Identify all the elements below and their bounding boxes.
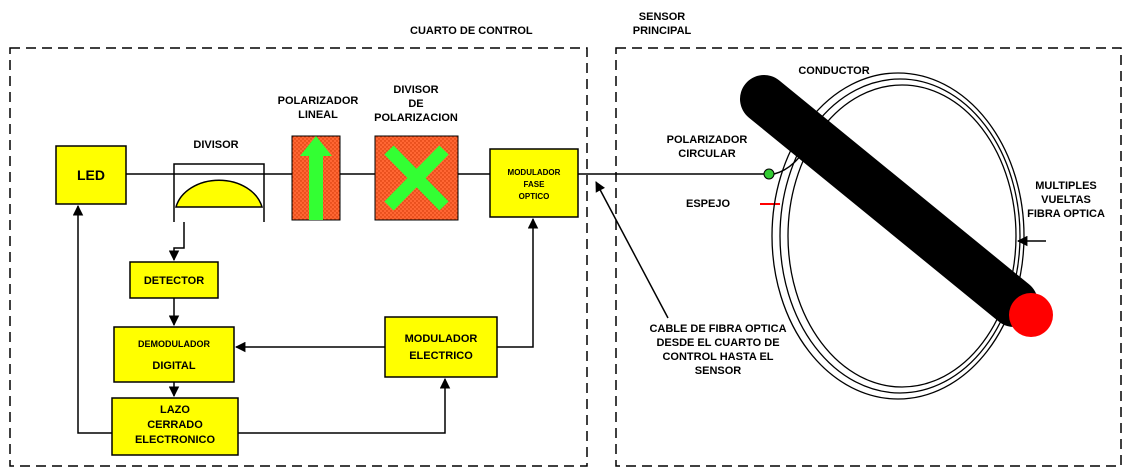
divisor-dome [175, 179, 263, 208]
closed-loop-block [111, 397, 239, 456]
conductor-end [1009, 293, 1053, 337]
demod-label-line1: DEMODULADOR [138, 339, 210, 349]
conductor-label: CONDUCTOR [798, 65, 869, 77]
cable-label-line3: CONTROL HASTA EL [662, 351, 773, 363]
pol-divisor-label-line2: DE [408, 98, 423, 110]
elecmod-to-phasemod-arrow [497, 217, 539, 348]
sensor-title-line1: SENSOR [639, 11, 686, 23]
pol-divisor-label-line3: POLARIZACION [374, 112, 458, 124]
control-room-title: CUARTO DE CONTROL [410, 25, 533, 37]
optical-phase-modulator [489, 148, 579, 218]
cable-label-line1: CABLE DE FIBRA OPTICA [649, 323, 786, 335]
loop-label-line3: ELECTRONICO [135, 434, 216, 446]
sensor-title-line2: PRINCIPAL [633, 25, 692, 37]
linear-polarizer-label-line1: POLARIZADOR [278, 95, 359, 107]
phase-mod-label-line1: MODULADOR [508, 168, 561, 177]
divisor-to-detector-arrow [168, 222, 185, 262]
turns-label-line2: VUELTAS [1041, 194, 1091, 206]
sensor-frame [615, 47, 1122, 467]
divisor-bracket [173, 163, 265, 222]
elec-mod-label-line2: ELECTRICO [409, 350, 473, 362]
led-block [55, 145, 127, 205]
circ-polarizer-label-line2: CIRCULAR [678, 148, 735, 160]
circ-polarizer-label-line1: POLARIZADOR [667, 134, 748, 146]
divisor-label: DIVISOR [193, 139, 238, 151]
cable-label-line2: DESDE EL CUARTO DE [656, 337, 779, 349]
turns-label-line3: FIBRA OPTICA [1027, 208, 1105, 220]
phase-mod-label-line2: FASE [524, 180, 546, 189]
loop-label-line2: CERRADO [147, 419, 203, 431]
fiber-coil-inner [787, 84, 1017, 388]
loop-to-elecmod-arrow [238, 377, 451, 434]
phase-mod-label-line3: OPTICO [519, 192, 550, 201]
cable-label-line4: SENSOR [695, 365, 742, 377]
electric-modulator-block [384, 316, 498, 378]
pol-divisor-label-line1: DIVISOR [393, 84, 438, 96]
conductor [740, 75, 1038, 327]
cable-pointer-arrow [595, 181, 669, 319]
led-label: LED [77, 167, 105, 183]
cross-icon [384, 145, 449, 211]
digital-demodulator-block [113, 326, 235, 383]
demod-label-line2: DIGITAL [152, 360, 195, 372]
elec-mod-label-line1: MODULADOR [405, 333, 478, 345]
detector-label: DETECTOR [144, 275, 204, 287]
linear-polarizer-label-line2: LINEAL [298, 109, 338, 121]
up-arrow-icon [300, 136, 332, 220]
turns-label-line1: MULTIPLES [1035, 180, 1097, 192]
control-room-frame [9, 47, 588, 467]
circular-polarizer-dot [763, 168, 775, 180]
loop-to-led-arrow [72, 204, 112, 434]
mirror-label: ESPEJO [686, 198, 730, 210]
loop-label-line1: LAZO [160, 404, 190, 416]
